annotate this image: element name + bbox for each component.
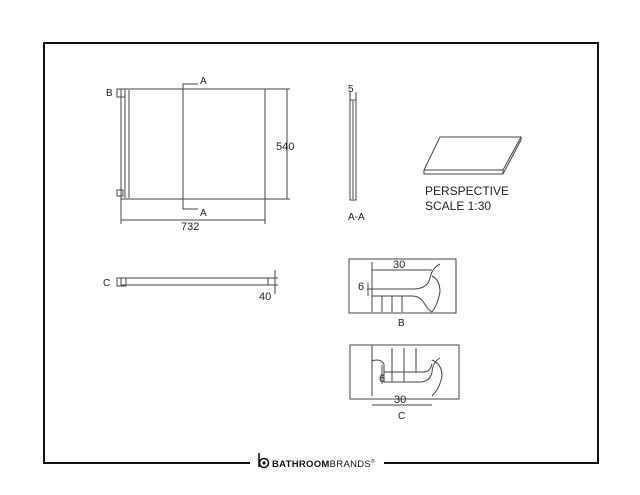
brand-name-bold: BATHROOM (272, 459, 330, 470)
detail-b-border (348, 258, 457, 314)
perspective-view (423, 136, 522, 175)
detail-mark-b: B (106, 88, 113, 99)
section-profile (349, 99, 357, 201)
height-dimension: 540 (276, 141, 294, 153)
perspective-top-face (423, 136, 522, 171)
hinge-top (116, 88, 126, 98)
side-depth-dim: 40 (259, 291, 271, 303)
brand-name: BATHROOMBRANDS® (272, 458, 375, 470)
detail-c-border (349, 344, 460, 400)
side-view (116, 270, 278, 294)
detail-b-depth-label: 6 (358, 281, 364, 293)
section-mark-bottom: A (200, 208, 207, 219)
section-caption: A-A (348, 212, 365, 223)
detail-c-caption: C (398, 411, 405, 422)
detail-c-depth-label: 6 (379, 373, 385, 385)
detail-mark-c: C (103, 278, 110, 289)
perspective-scale: SCALE 1:30 (425, 199, 491, 213)
section-thickness-dim: 5 (348, 84, 354, 95)
brand-logo: BATHROOMBRANDS® (258, 453, 375, 470)
detail-b-width-label: 30 (393, 259, 405, 271)
panel-outline (120, 88, 266, 200)
perspective-side-face (423, 137, 522, 175)
brand-name-light: BRANDS (330, 459, 371, 470)
front-view (116, 83, 290, 224)
side-profile (120, 277, 269, 286)
section-mark-top: A (200, 76, 207, 87)
detail-c-width-label: 30 (394, 394, 406, 406)
width-dimension: 732 (181, 221, 199, 233)
brand-registered-mark: ® (371, 458, 375, 465)
drawing-frame (43, 42, 599, 464)
detail-b-view (348, 258, 457, 314)
perspective-title: PERSPECTIVE (425, 184, 509, 198)
detail-c-view (349, 344, 460, 406)
hinge-bottom (116, 189, 124, 197)
detail-b-caption: B (398, 318, 405, 329)
brand-b-icon (258, 453, 270, 469)
section-aa-view (349, 92, 357, 201)
